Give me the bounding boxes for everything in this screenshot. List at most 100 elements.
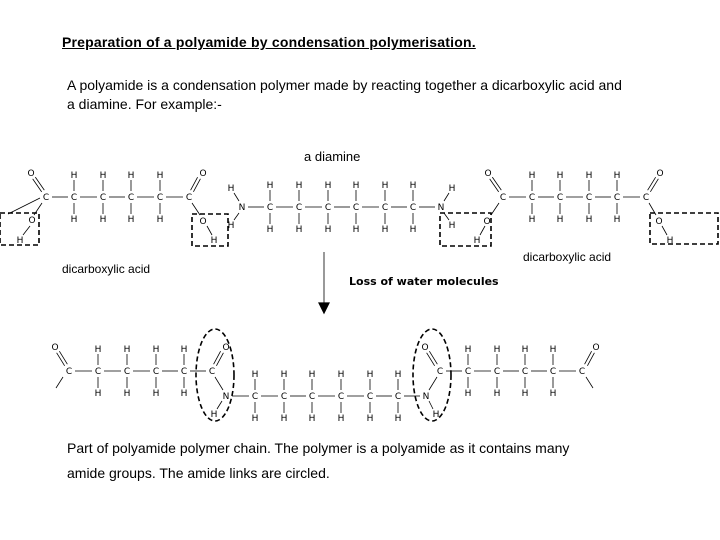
polymer-carbon: C xyxy=(209,367,215,377)
conclusion-line-2: amide groups. The amide links are circle… xyxy=(67,465,330,481)
acid-left-hydrogen: H xyxy=(128,215,135,225)
acid-left-hydrogen: H xyxy=(71,171,78,181)
double-bond xyxy=(584,351,592,365)
acid-right-hydrogen: H xyxy=(557,215,564,225)
diamine-carbon: C xyxy=(410,203,416,213)
polymer-hydrogen: H xyxy=(494,389,501,399)
acid-right-oxygen: O xyxy=(656,169,663,179)
bond xyxy=(443,192,450,202)
acid-right-carbon: C xyxy=(500,193,506,203)
diamine-hydrogen: H xyxy=(410,181,417,191)
diamine-amine-hydrogen: H xyxy=(228,221,235,231)
polymer-hydrogen: H xyxy=(522,345,529,355)
double-bond xyxy=(59,350,68,365)
diamine-nitrogen: N xyxy=(438,203,445,213)
diamine-carbon: C xyxy=(296,203,302,213)
intro-line-1: A polyamide is a condensation polymer ma… xyxy=(67,77,622,93)
acid-left-hydrogen: H xyxy=(157,171,164,181)
polymer-hydrogen: H xyxy=(550,389,557,399)
acid-right-hydrogen: H xyxy=(557,171,564,181)
polymer-carbon: C xyxy=(550,367,556,377)
polymer-hydrogen: H xyxy=(550,345,557,355)
polymer-carbon: C xyxy=(437,367,443,377)
acid-right-hydroxyl-oxygen: O xyxy=(655,217,662,227)
diamine-hydrogen: H xyxy=(267,181,274,191)
polymer-diamine-hydrogen: H xyxy=(309,370,316,380)
bond xyxy=(585,376,594,389)
conclusion-text: Part of polyamide polymer chain. The pol… xyxy=(67,436,627,486)
bond xyxy=(214,376,224,391)
double-bond xyxy=(429,350,438,365)
polymer-diamine-hydrogen: H xyxy=(281,370,288,380)
dicarboxylic-acid-label-left: dicarboxylic acid xyxy=(62,262,151,276)
polymer-carbon: C xyxy=(522,367,528,377)
double-bond xyxy=(34,176,45,191)
double-bond xyxy=(213,351,221,365)
diamine-carbon: C xyxy=(325,203,331,213)
bond xyxy=(216,400,223,410)
polymer-diamine-hydrogen: H xyxy=(395,414,402,424)
diamine-amine-hydrogen: H xyxy=(449,184,456,194)
water-group-box xyxy=(649,212,719,245)
diamine-carbon: C xyxy=(267,203,273,213)
bond xyxy=(490,202,500,216)
acid-right-hydroxyl-hydrogen: H xyxy=(474,236,481,246)
polymer-hydrogen: H xyxy=(494,345,501,355)
acid-right-carbon: C xyxy=(529,193,535,203)
polymer-hydrogen: H xyxy=(153,345,160,355)
dicarboxylic-acid-label-right: dicarboxylic acid xyxy=(523,250,612,264)
acid-left-carbon: C xyxy=(128,193,134,203)
polymer-diamine-hydrogen: H xyxy=(338,370,345,380)
polymer-carbon: C xyxy=(579,367,585,377)
double-bond xyxy=(426,352,435,367)
amide-oxygen: O xyxy=(222,343,229,353)
polymer-diamine-hydrogen: H xyxy=(395,370,402,380)
bond xyxy=(443,212,450,221)
acid-left-hydroxyl-oxygen: O xyxy=(28,216,35,226)
loss-of-water-label: Loss of water molecules xyxy=(349,275,499,288)
amide-link-circle xyxy=(412,328,452,422)
conclusion-line-1: Part of polyamide polymer chain. The pol… xyxy=(67,440,570,456)
acid-right-hydrogen: H xyxy=(529,215,536,225)
polymer-carbon: C xyxy=(124,367,130,377)
water-group-box xyxy=(439,212,492,247)
water-group-box xyxy=(0,212,40,246)
bond xyxy=(428,400,434,410)
reaction-arrow-head xyxy=(318,302,330,315)
double-bond xyxy=(489,178,500,193)
polymer-hydrogen: H xyxy=(181,345,188,355)
polymer-hydrogen: H xyxy=(465,389,472,399)
diamine-nitrogen: N xyxy=(239,203,246,213)
diamine-label: a diamine xyxy=(304,149,361,164)
polymer-oxygen: O xyxy=(592,343,599,353)
acid-right-hydrogen: H xyxy=(586,215,593,225)
acid-right-carbon: C xyxy=(643,193,649,203)
polymer-hydrogen: H xyxy=(95,389,102,399)
double-bond xyxy=(193,178,201,192)
acid-left-carbon: C xyxy=(43,193,49,203)
polymer-diamine-carbon: C xyxy=(309,392,315,402)
bond xyxy=(55,376,64,389)
amide-hydrogen: H xyxy=(211,410,218,420)
bond xyxy=(206,225,213,236)
polymer-diamine-carbon: C xyxy=(281,392,287,402)
double-bond xyxy=(587,352,595,366)
double-bond xyxy=(491,176,502,191)
acid-right-hydroxyl-oxygen: O xyxy=(483,217,490,227)
acid-right-hydrogen: H xyxy=(586,171,593,181)
acid-right-carbon: C xyxy=(586,193,592,203)
polymer-diamine-hydrogen: H xyxy=(367,370,374,380)
bond xyxy=(191,202,201,216)
bond xyxy=(661,225,668,236)
polymer-hydrogen: H xyxy=(465,345,472,355)
diamine-hydrogen: H xyxy=(353,181,360,191)
diamine-hydrogen: H xyxy=(267,225,274,235)
acid-right-hydroxyl-hydrogen: H xyxy=(667,236,674,246)
polymer-diamine-hydrogen: H xyxy=(338,414,345,424)
polymer-carbon: C xyxy=(66,367,72,377)
double-bond xyxy=(56,352,65,367)
amide-nitrogen: N xyxy=(223,392,230,402)
polymer-diamine-hydrogen: H xyxy=(281,414,288,424)
amide-link-circle xyxy=(195,328,235,422)
acid-left-carbon: C xyxy=(71,193,77,203)
